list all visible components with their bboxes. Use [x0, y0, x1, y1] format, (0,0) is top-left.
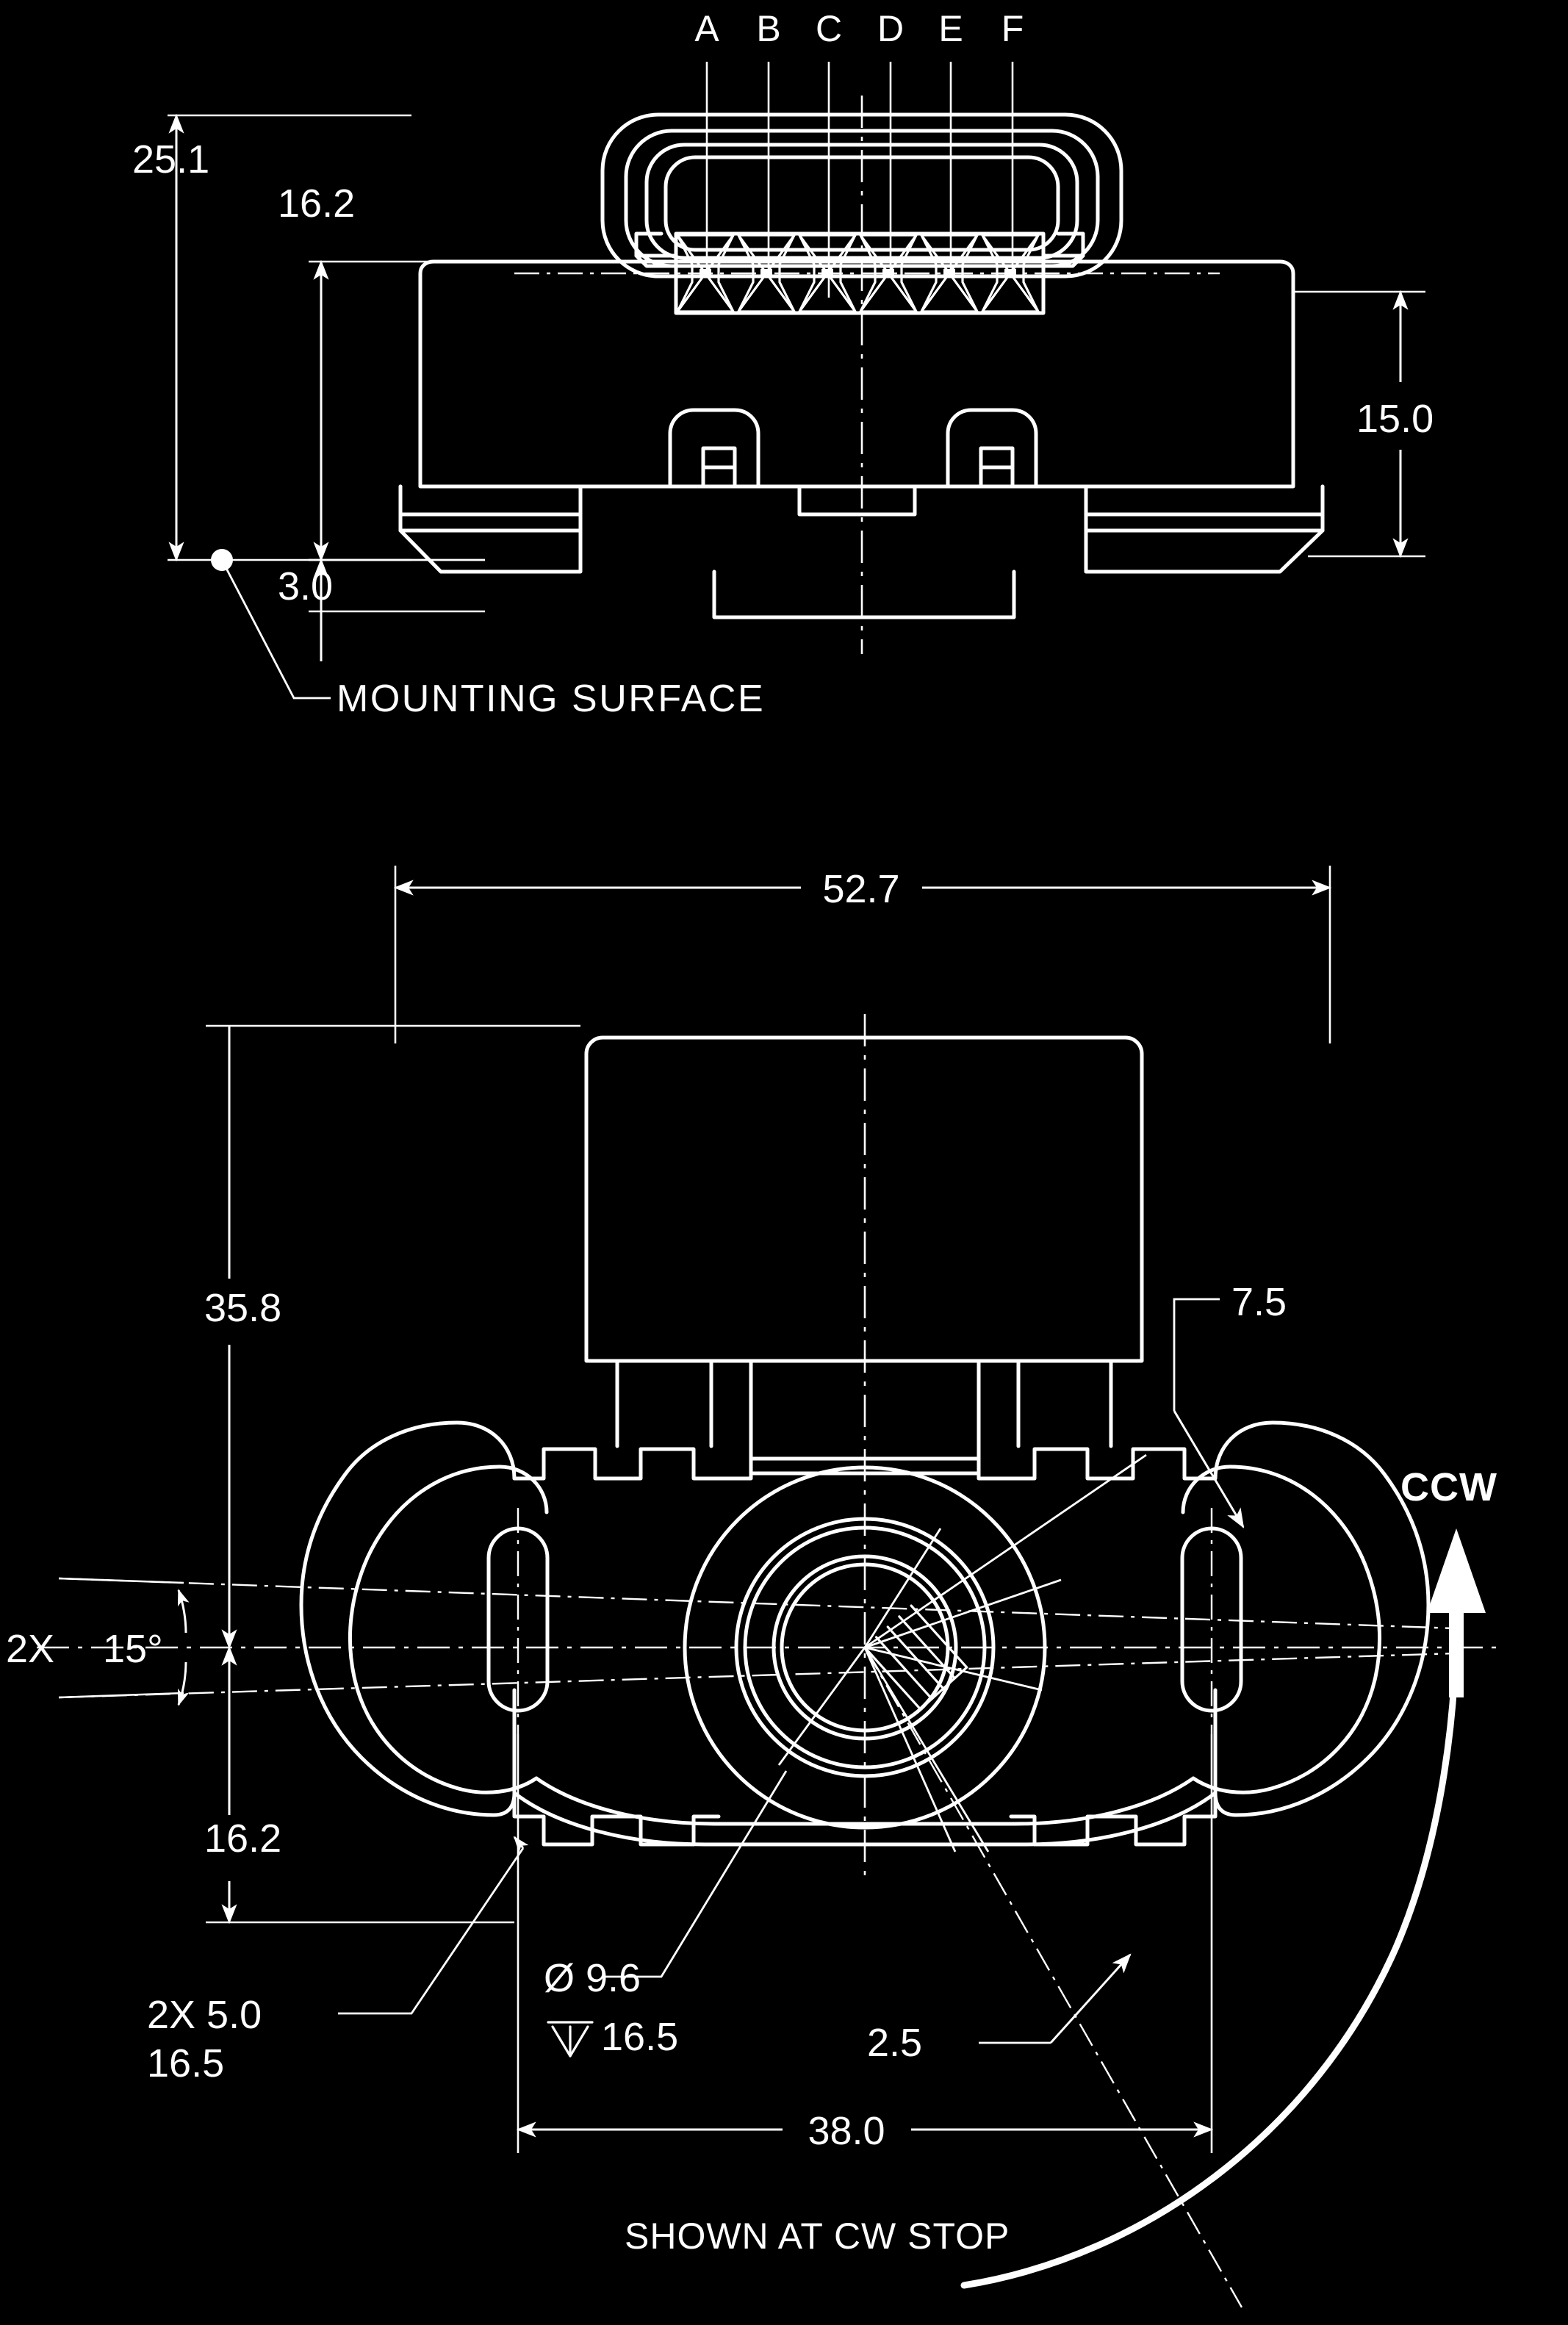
housing-inner-right [1181, 1465, 1382, 1794]
pin-label-a: A [694, 8, 719, 49]
dim-value-2-5: 2.5 [867, 2021, 922, 2065]
pin-label-f: F [1001, 8, 1024, 49]
dim-value-35-8: 35.8 [204, 1286, 281, 1330]
housing-outline-left [299, 1420, 517, 1817]
dimension-16-2-bottom [206, 1645, 514, 1925]
post-right-outer [946, 408, 1038, 489]
housing-outline-right [1213, 1420, 1431, 1817]
pin-label-d: D [877, 8, 904, 49]
slot-right-outline [1180, 1526, 1243, 1713]
pin-label-e: E [938, 8, 963, 49]
dim-value-15-0: 15.0 [1356, 397, 1434, 441]
angle-value-label: 15° [103, 1627, 163, 1671]
bottom-plan-view [37, 866, 1499, 2308]
shroud-ring-2 [624, 129, 1100, 268]
left-flange-taper [398, 528, 583, 574]
dim-value-52-7: 52.7 [822, 867, 899, 911]
left-flange-mid [398, 512, 583, 533]
hub-leader-lines [777, 1453, 1147, 1853]
dimension-3-0 [309, 558, 485, 661]
pin-extension-lines [705, 62, 1014, 298]
rib-band-lower-right [1009, 1791, 1218, 1847]
bore-depth-label: 16.5 [601, 2015, 678, 2059]
mounting-surface-label: MOUNTING SURFACE [337, 678, 765, 720]
dim-value-16-2-bottom: 16.2 [204, 1816, 281, 1861]
leader-wide-slot [338, 1836, 529, 2015]
bore-diameter-label: Ø 9.6 [544, 1956, 641, 2000]
side-elevation-view [168, 62, 1425, 700]
pin-label-b: B [756, 8, 780, 49]
dimension-52-7 [393, 866, 1332, 1043]
dim-value-16-2-side: 16.2 [278, 182, 355, 226]
dimension-38-0 [516, 1734, 1214, 2153]
shaft-boss-profile [712, 569, 1016, 619]
leader-7-5 [1173, 1298, 1245, 1528]
mounting-surface-leader [211, 549, 331, 700]
ccw-arrow-shaft [1449, 1609, 1464, 1697]
housing-bottom-edge-inner [534, 1776, 1195, 1826]
center-pad [797, 484, 917, 517]
cw-stop-label: SHOWN AT CW STOP [625, 2216, 1010, 2257]
ccw-arc-path [960, 1613, 1460, 2289]
wide-slot-line1: 2X 5.0 [147, 1993, 262, 2037]
dimension-15-0 [1293, 290, 1425, 558]
angle-multiplier-label: 2X [6, 1627, 54, 1671]
terminal-latch-right-b [1041, 254, 1085, 268]
ccw-label: CCW [1400, 1465, 1497, 1509]
post-left-outer [668, 408, 760, 489]
angle-line-upper [58, 1577, 1456, 1630]
annotation-text-layer: A B C D E F 25.1 16.2 3.0 15.0 MOUNTING … [6, 8, 1497, 2257]
dimension-35-8 [206, 1024, 580, 1650]
terminal-latch-left-b [634, 254, 678, 268]
housing-inner-left [348, 1465, 549, 1794]
dimension-15-degrees [58, 1577, 190, 1706]
ccw-arrow-head [1427, 1528, 1486, 1613]
depth-symbol-icon [547, 2021, 594, 2058]
mounting-slot-left [486, 1508, 550, 1734]
dim-value-38-0: 38.0 [808, 2109, 885, 2153]
dim-value-25-1: 25.1 [132, 137, 209, 182]
mounting-slot-right [1180, 1508, 1243, 1734]
angle-reference-lines [37, 1577, 1499, 1699]
retention-posts [668, 408, 1038, 489]
pin-label-c: C [816, 8, 842, 49]
dim-value-7-5: 7.5 [1231, 1280, 1287, 1324]
cw-stop-line [863, 1647, 1243, 2308]
shroud-outer [600, 112, 1123, 279]
terminal-latch-right [1041, 231, 1085, 258]
connector-body-plan [584, 1035, 1144, 1363]
right-flange-top [1084, 484, 1325, 517]
rib-band-lower-left [512, 1791, 721, 1847]
leader-bore [605, 1770, 788, 1978]
right-flange-taper [1084, 528, 1325, 574]
wide-slot-line2: 16.5 [147, 2041, 224, 2085]
leader-2-5 [979, 1953, 1132, 2044]
dim-value-3-0: 3.0 [278, 564, 333, 608]
sensor-body-outline [418, 259, 1295, 489]
cw-stop-indicator [863, 1647, 1243, 2308]
terminal-latch-left [634, 231, 678, 258]
angle-line-lower [58, 1652, 1456, 1699]
ccw-rotation-arrow [960, 1528, 1486, 2289]
right-flange-mid [1084, 512, 1325, 533]
left-flange-top [398, 484, 583, 517]
